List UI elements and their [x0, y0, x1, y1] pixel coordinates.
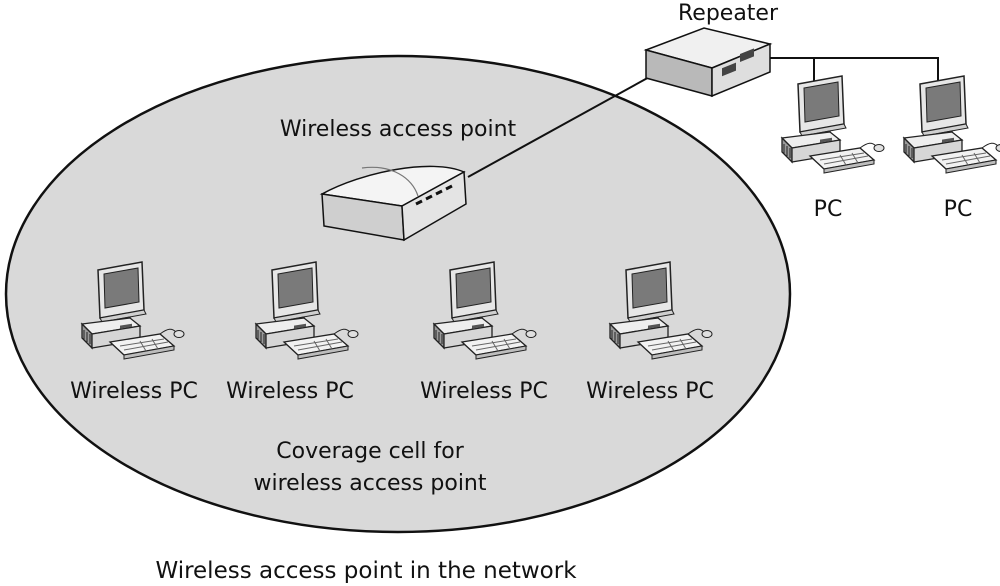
wireless-pc-label-4: Wireless PC	[586, 379, 714, 404]
network-cables	[467, 57, 939, 178]
repeater-icon	[643, 27, 773, 98]
wireless-pc-label-1: Wireless PC	[70, 379, 198, 404]
wireless-pc-label-2: Wireless PC	[226, 379, 354, 404]
ap-to-repeater-cable	[467, 69, 663, 178]
coverage-cell	[4, 54, 792, 534]
repeater-label: Repeater	[678, 1, 779, 26]
wireless-pc-label-3: Wireless PC	[420, 379, 548, 404]
pc-icon-wired-2	[903, 75, 1000, 174]
figure-caption: Wireless access point in the network	[155, 558, 577, 584]
coverage-label-line2: wireless access point	[254, 471, 487, 496]
wireless-access-point-icon	[319, 165, 467, 242]
access-point-label: Wireless access point	[280, 117, 517, 142]
pc-icon-wired-1	[781, 75, 885, 174]
coverage-label-line1: Coverage cell for	[276, 439, 464, 464]
repeater-to-pcs-cable	[770, 57, 939, 84]
wired-pc-label-2: PC	[944, 197, 973, 222]
wired-pc-label-1: PC	[814, 197, 843, 222]
